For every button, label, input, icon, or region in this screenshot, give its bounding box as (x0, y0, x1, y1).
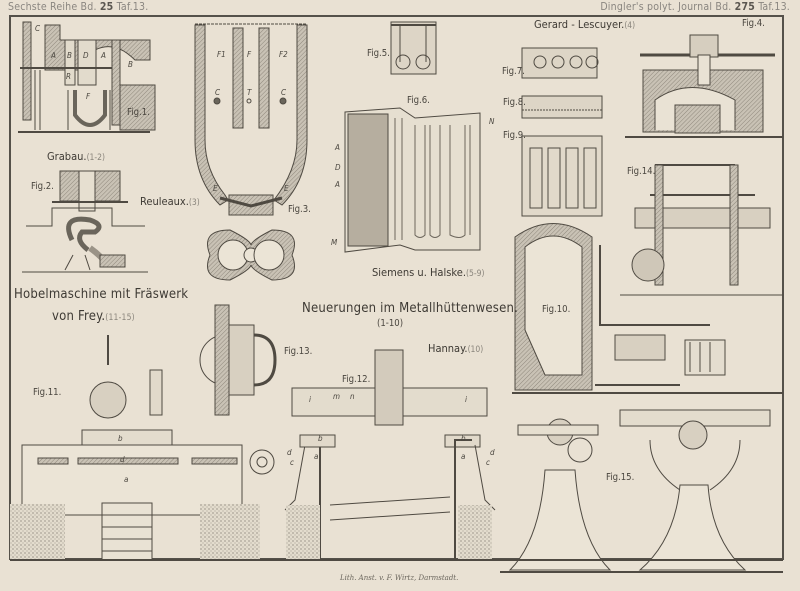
fig12-letter-a2: a (461, 452, 466, 461)
fig3-letter-f1: F1 (217, 50, 226, 59)
figure-12-drawing (284, 349, 496, 560)
section-siemens: Siemens u. Halske.(5-9) (372, 266, 484, 279)
fig1-letter-c: C (35, 24, 41, 33)
figure-10-drawing (512, 223, 783, 394)
section-gerard-figs: (4) (624, 21, 636, 31)
figure-6-drawing (344, 107, 481, 253)
figure-label-11: Fig.11. (33, 387, 62, 398)
header-journal-plate: Taf.13. (758, 1, 790, 13)
figure-label-6: Fig.6. (407, 95, 430, 106)
fig12-letter-c2: c (486, 458, 490, 467)
figure-5-drawing (390, 21, 437, 75)
figure-2-drawing (22, 170, 148, 273)
figure-14-drawing (620, 164, 783, 296)
fig1-letter-b2: B (128, 60, 133, 69)
figure-7-9-drawings (521, 47, 603, 217)
fig12-letter-b2: b (461, 434, 466, 443)
figure-label-14: Fig.14. (627, 166, 656, 177)
fig3-letter-e2: E (284, 184, 289, 193)
figure-label-10: Fig.10. (542, 304, 571, 315)
section-frey-name: von Frey. (52, 309, 106, 324)
header-plate: Taf.13. (116, 1, 149, 13)
figure-label-12: Fig.12. (342, 374, 371, 385)
fig1-letter-r: R (66, 72, 71, 81)
section-hannay-name: Hannay. (428, 342, 468, 355)
fig12-letter-d2: d (490, 448, 495, 457)
fig3-letter-f: F (247, 50, 252, 59)
figure-label-4: Fig.4. (742, 18, 765, 29)
figure-4-drawing (625, 34, 783, 138)
figure-11-drawing (10, 335, 275, 561)
figure-1-drawing (18, 21, 156, 133)
fig3-letter-c: C (215, 88, 221, 97)
fig1-letter-a: A (51, 51, 56, 60)
figure-label-2: Fig.2. (31, 181, 54, 192)
plate-title: Neuerungen im Metallhüttenwesen. (302, 301, 519, 316)
fig12-letter-b: b (318, 434, 323, 443)
fig1-letter-b: B (67, 51, 72, 60)
plate-title-figs: (1-10) (377, 318, 404, 329)
fig6-letter-m: M (331, 238, 338, 247)
section-grabau-figs: (1-2) (86, 153, 106, 163)
fig3-letter-f2: F2 (279, 50, 288, 59)
figure-label-15: Fig.15. (606, 472, 635, 483)
figure-15-drawing (500, 409, 783, 573)
section-reuleaux-figs: (3) (188, 198, 200, 208)
fig6-letter-a: A (335, 143, 340, 152)
header-series: Sechste Reihe Bd. (8, 1, 97, 13)
figure-label-5: Fig.5. (367, 48, 390, 59)
fig1-letter-f: F (86, 92, 91, 101)
fig1-letter-d: D (83, 51, 89, 60)
figure-label-1: Fig.1. (127, 107, 150, 118)
figure-label-13: Fig.13. (284, 346, 313, 357)
figure-label-7: Fig.7. (502, 66, 525, 77)
section-hannay-figs: (10) (467, 345, 484, 355)
figure-3-drawing (194, 23, 308, 281)
section-gerard-name: Gerard - Lescuyer. (534, 18, 625, 31)
fig12-letter-i: i (309, 395, 311, 404)
section-gerard: Gerard - Lescuyer.(4) (534, 18, 635, 31)
section-frey-line2: von Frey.(11-15) (52, 309, 135, 324)
fig11-letter-d: d (120, 455, 125, 464)
fig12-letter-a: a (314, 452, 319, 461)
header-journal-volume: 275 (734, 1, 755, 13)
fig6-letter-d: D (335, 163, 341, 172)
header-journal: Dingler's polyt. Journal Bd. (600, 1, 732, 13)
fig6-letter-n: N (489, 117, 495, 126)
figure-label-9: Fig.9. (503, 130, 526, 141)
fig12-letter-i2: i (465, 395, 467, 404)
fig6-letter-a2: A (335, 180, 340, 189)
section-frey-line1: Hobelmaschine mit Fräswerk (14, 287, 189, 302)
fig11-letter-b: b (118, 434, 123, 443)
fig3-letter-c2: C (281, 88, 287, 97)
section-siemens-name: Siemens u. Halske. (372, 266, 466, 279)
section-reuleaux: Reuleaux.(3) (140, 195, 200, 208)
header-volume: 25 (99, 1, 114, 13)
fig12-letter-d: d (287, 448, 292, 457)
header-left: Sechste Reihe Bd. 25 Taf.13. (8, 1, 148, 13)
fig3-letter-e: E (213, 184, 218, 193)
fig11-letter-a: a (124, 475, 129, 484)
lithographer-imprint: Lith. Anst. v. F. Wirtz, Darmstadt. (340, 574, 459, 582)
section-grabau: Grabau.(1-2) (47, 150, 105, 163)
section-grabau-name: Grabau. (47, 150, 87, 163)
section-siemens-figs: (5-9) (465, 269, 485, 279)
section-hannay: Hannay.(10) (428, 342, 483, 355)
section-reuleaux-name: Reuleaux. (140, 195, 189, 208)
fig1-letter-a2: A (101, 51, 106, 60)
figure-13-drawing (199, 304, 277, 416)
figure-label-8: Fig.8. (503, 97, 526, 108)
figure-label-3: Fig.3. (288, 204, 311, 215)
header-right: Dingler's polyt. Journal Bd. 275 Taf.13. (600, 1, 790, 13)
fig12-letter-n: n (350, 392, 355, 401)
fig3-letter-t: T (247, 88, 252, 97)
section-frey-figs: (11-15) (105, 313, 135, 323)
fig12-letter-c: c (290, 458, 294, 467)
fig12-letter-m: m (333, 392, 341, 401)
